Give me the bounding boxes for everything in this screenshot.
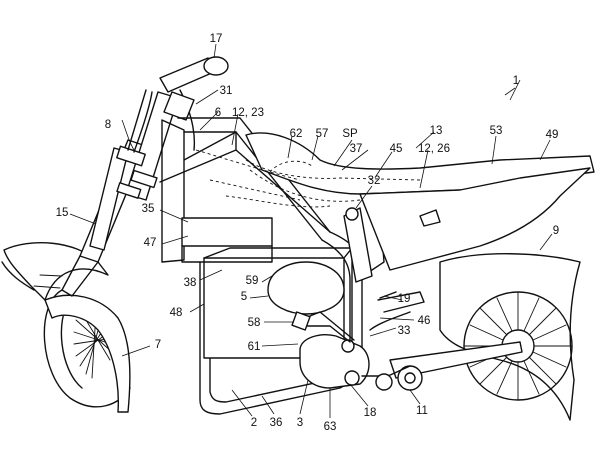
label-31: 31 — [220, 85, 233, 97]
leader-lines — [69, 43, 553, 418]
label-62: 62 — [290, 128, 303, 140]
chain-sprocket — [361, 291, 411, 391]
label-47: 47 — [144, 237, 157, 249]
seat — [245, 132, 595, 195]
rear-body-cover — [359, 167, 591, 421]
label-18: 18 — [364, 407, 377, 419]
label-2: 2 — [251, 417, 257, 429]
label-17: 17 — [210, 33, 223, 45]
label-32: 32 — [368, 175, 381, 187]
fuel-cover — [195, 149, 421, 208]
label-15: 15 — [56, 207, 69, 219]
label-59: 59 — [246, 275, 259, 287]
label-45: 45 — [390, 143, 403, 155]
label-6: 6 — [215, 107, 221, 119]
label-1: 1 — [513, 75, 519, 87]
label-12-26: 12, 26 — [418, 143, 450, 155]
label-58: 58 — [248, 317, 261, 329]
label-38: 38 — [184, 277, 197, 289]
label-37: 37 — [350, 143, 363, 155]
label-49: 49 — [546, 129, 559, 141]
label-35: 35 — [142, 203, 155, 215]
label-63: 63 — [324, 421, 337, 433]
label-57: 57 — [316, 128, 329, 140]
front-fender — [1, 242, 131, 413]
cylinder-part — [267, 261, 345, 315]
label-36: 36 — [270, 417, 283, 429]
label-5: 5 — [241, 291, 247, 303]
label-3: 3 — [297, 417, 303, 429]
motor-unit — [291, 311, 370, 389]
label-48: 48 — [170, 307, 183, 319]
label-19: 19 — [398, 293, 411, 305]
label-33: 33 — [398, 325, 411, 337]
label-8: 8 — [105, 119, 111, 131]
label-sp: SP — [342, 128, 358, 140]
label-7: 7 — [155, 339, 161, 351]
label-9: 9 — [553, 225, 559, 237]
rear-shock — [343, 207, 373, 283]
label-53: 53 — [490, 125, 503, 137]
front-fork — [33, 91, 179, 297]
label-11: 11 — [416, 405, 428, 417]
label-12-23: 12, 23 — [232, 107, 264, 119]
handlebar — [127, 56, 229, 153]
label-61: 61 — [248, 341, 261, 353]
label-13: 13 — [430, 125, 443, 137]
reference-labels: 17 31 6 12, 23 8 62 57 SP 37 45 12, 26 1… — [56, 33, 560, 433]
label-46: 46 — [418, 315, 431, 327]
